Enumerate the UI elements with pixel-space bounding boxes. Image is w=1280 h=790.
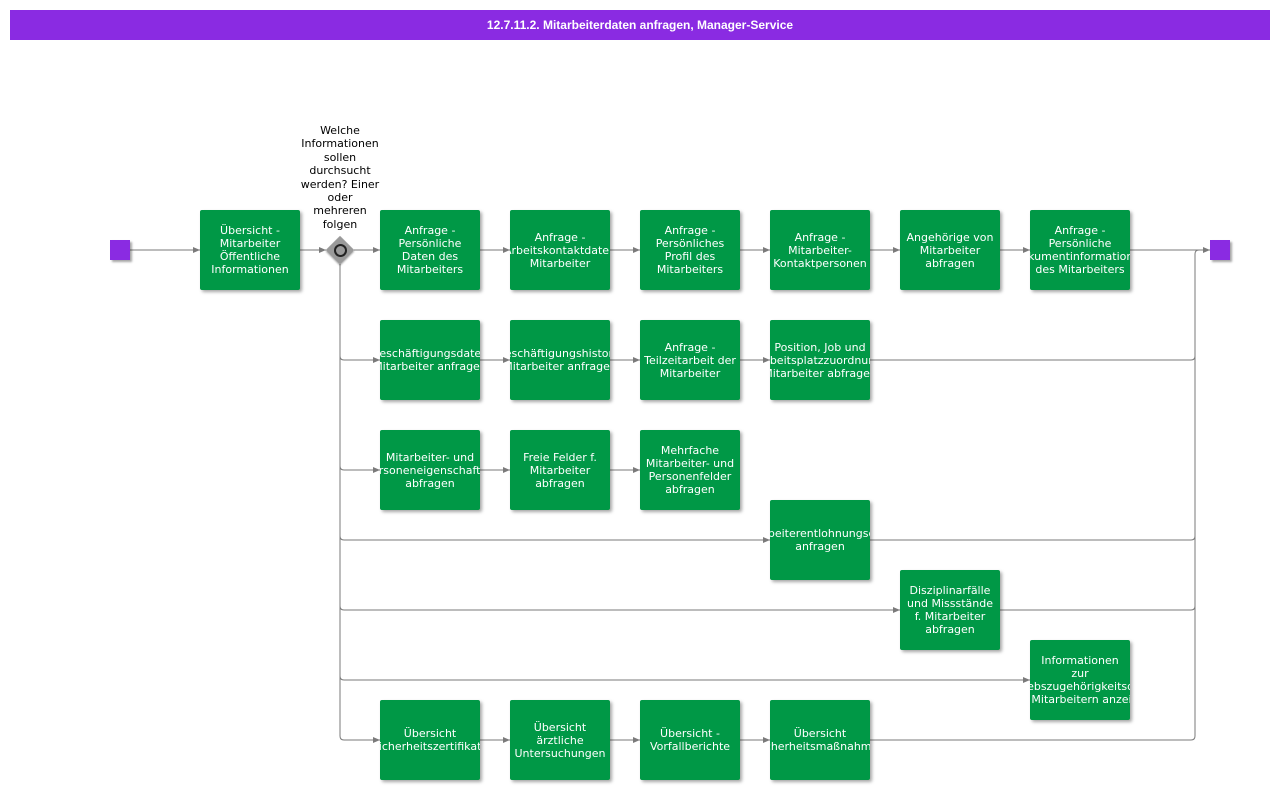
activity-document-info[interactable]: Anfrage - Persönliche Dokumentinformatio…	[1030, 210, 1130, 290]
activity-safety-certificates[interactable]: Übersicht Sicherheitszertifikate	[380, 700, 480, 780]
connector	[1194, 249, 1200, 736]
activity-multiple-fields[interactable]: Mehrfache Mitarbeiter- und Personenfelde…	[640, 430, 740, 510]
connector	[339, 675, 1030, 683]
connector	[740, 466, 1195, 470]
connector	[1000, 605, 1196, 611]
connector	[870, 535, 1196, 541]
activity-overview-public-info[interactable]: Übersicht - Mitarbeiter Öffentliche Info…	[200, 210, 300, 290]
activity-free-fields[interactable]: Freie Felder f. Mitarbeiter abfragen	[510, 430, 610, 510]
activity-employment-history[interactable]: Beschäftigungshistorie Mitarbeiter anfra…	[510, 320, 610, 400]
gateway-label: Welche Informationen sollen durchsucht w…	[300, 124, 380, 231]
activity-compensation-data[interactable]: Mitarbeiterentlohnungsdaten anfragen	[770, 500, 870, 580]
connector	[339, 605, 900, 613]
activity-incident-reports[interactable]: Übersicht - Vorfallberichte	[640, 700, 740, 780]
connector	[339, 535, 770, 543]
end-event[interactable]	[1210, 240, 1230, 260]
activity-safety-measures[interactable]: Übersicht Sicherheitsmaßnahmen	[770, 700, 870, 780]
activity-part-time[interactable]: Anfrage - Teilzeitarbeit der Mitarbeiter	[640, 320, 740, 400]
activity-relatives[interactable]: Angehörige von Mitarbeiter abfragen	[900, 210, 1000, 290]
connector	[870, 735, 1196, 741]
activity-position-job[interactable]: Position, Job und Arbeitsplatzzuordnung …	[770, 320, 870, 400]
activity-seniority-info[interactable]: Informationen zur Betriebszugehörigkeits…	[1030, 640, 1130, 720]
activity-person-properties[interactable]: Mitarbeiter- und Personeneigenschaften a…	[380, 430, 480, 510]
activity-employment-data[interactable]: Beschäftigungsdaten Mitarbeiter anfragen	[380, 320, 480, 400]
connector	[870, 355, 1196, 361]
activity-medical-exams[interactable]: Übersicht ärztliche Untersuchungen	[510, 700, 610, 780]
connector	[339, 735, 380, 743]
activity-work-contact-data[interactable]: Anfrage - Arbeitskontaktdaten Mitarbeite…	[510, 210, 610, 290]
diagram-title: 12.7.11.2. Mitarbeiterdaten anfragen, Ma…	[10, 10, 1270, 40]
start-event[interactable]	[110, 240, 130, 260]
activity-personal-profile[interactable]: Anfrage - Persönliches Profil des Mitarb…	[640, 210, 740, 290]
connector	[339, 465, 380, 473]
connector	[339, 355, 380, 363]
activity-disciplinary-cases[interactable]: Disziplinarfälle und Missstände f. Mitar…	[900, 570, 1000, 650]
gateway-marker-icon	[334, 244, 347, 257]
activity-personal-data[interactable]: Anfrage - Persönliche Daten des Mitarbei…	[380, 210, 480, 290]
activity-contact-persons[interactable]: Anfrage - Mitarbeiter- Kontaktpersonen	[770, 210, 870, 290]
